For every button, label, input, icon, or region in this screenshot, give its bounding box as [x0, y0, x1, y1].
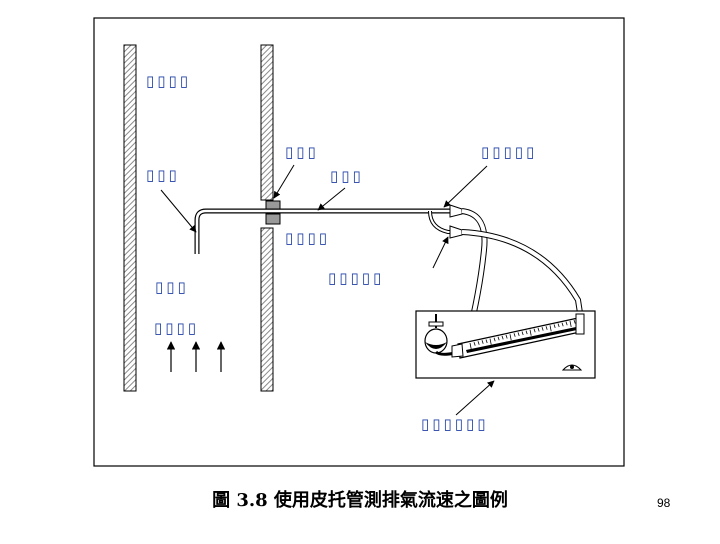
- scale-tick: [509, 334, 512, 341]
- scale-tick: [529, 329, 532, 336]
- label-direction: ▯▯▯▯: [154, 319, 199, 337]
- scale-tick: [497, 336, 500, 341]
- scale-tick: [525, 330, 528, 335]
- scale-tick: [569, 320, 572, 327]
- label-stack-flow: ▯▯▯▯: [146, 72, 191, 90]
- scale-tick: [489, 338, 492, 345]
- figure-caption: 圖 3.8 使用皮托管測排氣流速之圖例: [212, 490, 508, 511]
- label-gas-flow: ▯▯▯: [155, 278, 189, 296]
- stack-right-wall-upper: [260, 44, 274, 201]
- scale-tick: [517, 332, 520, 337]
- scale-tick: [541, 326, 544, 331]
- scale-tick: [473, 341, 476, 346]
- scale-tick: [553, 324, 556, 329]
- scale-tick: [469, 342, 472, 350]
- scale-tick: [565, 321, 568, 326]
- scale-tick: [501, 335, 504, 340]
- port-sleeve: [265, 213, 281, 225]
- scale-tick: [557, 323, 560, 328]
- scale-tick: [537, 327, 540, 332]
- scale-tick: [573, 319, 576, 324]
- label-probe-tip: ▯▯▯: [146, 166, 180, 184]
- scale-tick: [561, 322, 564, 327]
- label-hose-lower: ▯▯▯▯▯: [328, 269, 384, 287]
- scale-tick: [481, 340, 484, 344]
- scale-tick: [513, 333, 516, 337]
- scale-tick: [477, 341, 480, 345]
- stack-left-wall: [123, 44, 137, 392]
- scale-tick: [505, 334, 508, 339]
- scale-tick: [533, 328, 536, 333]
- label-sleeve: ▯▯▯▯: [285, 229, 330, 247]
- diagram-frame: [93, 17, 625, 467]
- scale-tick: [545, 326, 548, 330]
- label-manometer: ▯▯▯▯▯▯: [421, 415, 489, 433]
- label-hose-upper: ▯▯▯▯▯: [481, 143, 537, 161]
- stack-right-wall-lower: [260, 227, 274, 392]
- label-probe-tube: ▯▯▯: [330, 167, 364, 185]
- scale-tick: [493, 337, 496, 342]
- scale-tick: [521, 331, 524, 336]
- scale-tick: [549, 325, 552, 332]
- scale-tick: [485, 339, 488, 344]
- label-port-fitting: ▯▯▯: [285, 143, 319, 161]
- manometer-reservoir: [424, 328, 448, 354]
- page-number: 98: [657, 496, 671, 510]
